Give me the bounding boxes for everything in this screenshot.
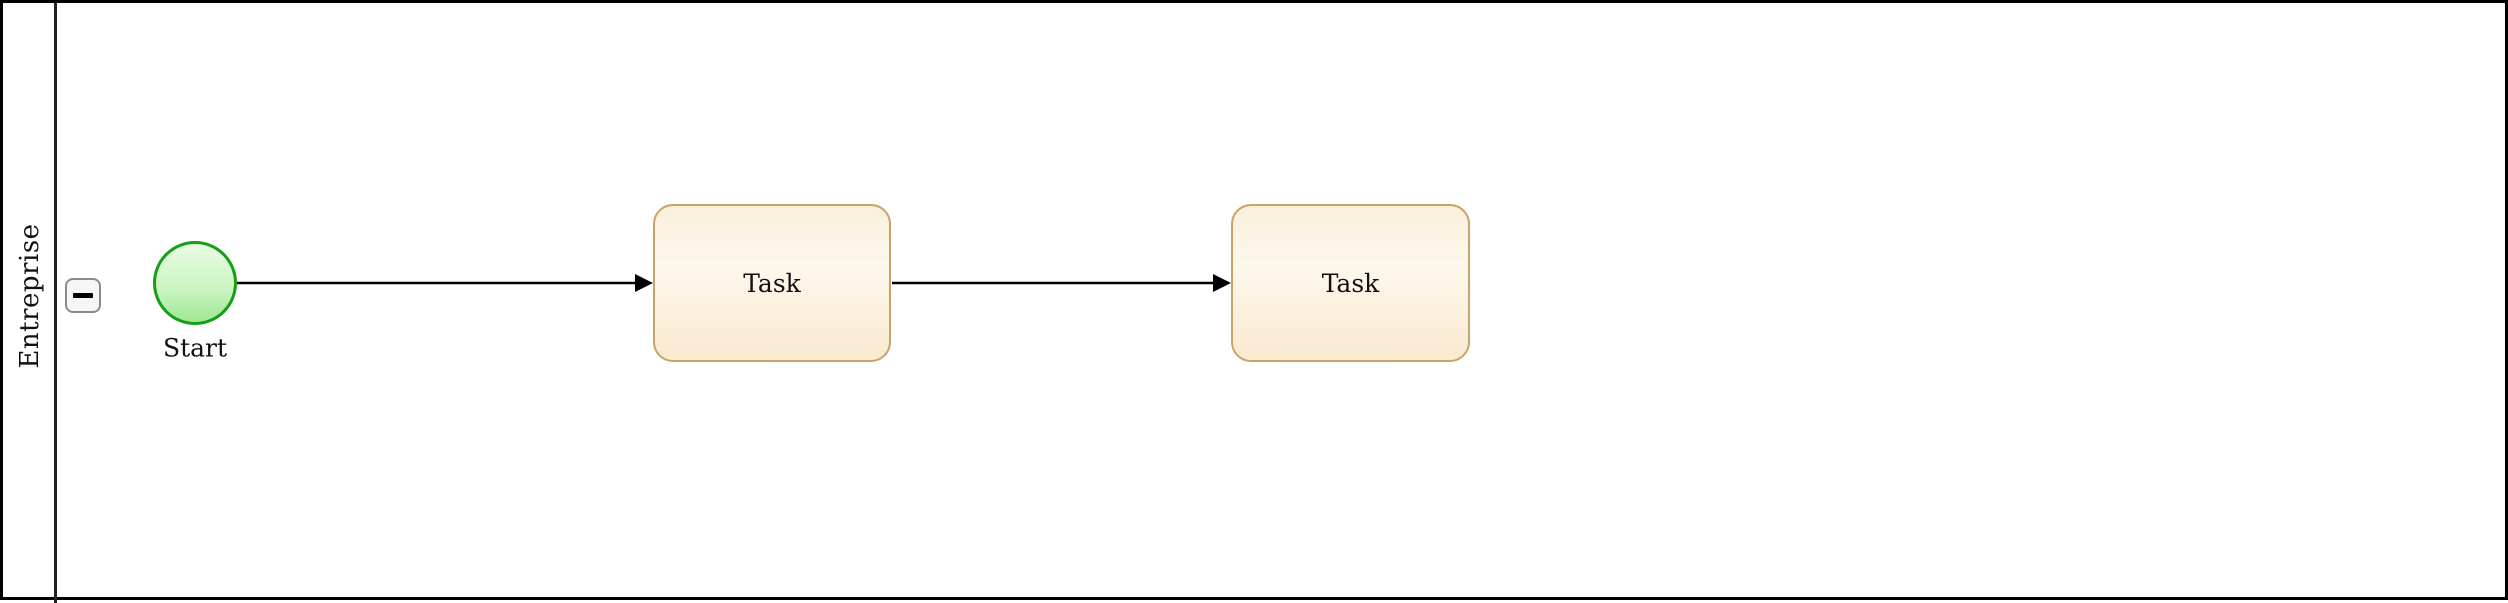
sequence-flow-2[interactable]	[892, 274, 1231, 292]
start-event-label: Start	[162, 333, 228, 363]
sequence-flows-layer	[237, 274, 1231, 292]
lane-collapse-button[interactable]	[65, 278, 101, 313]
arrowhead-icon	[635, 274, 653, 292]
task-node-1[interactable]: Task	[653, 204, 891, 362]
sequence-flow-1[interactable]	[237, 274, 653, 292]
lane-header-divider	[54, 3, 57, 603]
task-2-label: Task	[1321, 268, 1380, 298]
arrowhead-icon	[1213, 274, 1231, 292]
start-event-node[interactable]	[153, 241, 237, 325]
task-1-label: Task	[743, 268, 801, 298]
minus-icon	[73, 292, 93, 299]
task-node-2[interactable]: Task	[1231, 204, 1470, 362]
